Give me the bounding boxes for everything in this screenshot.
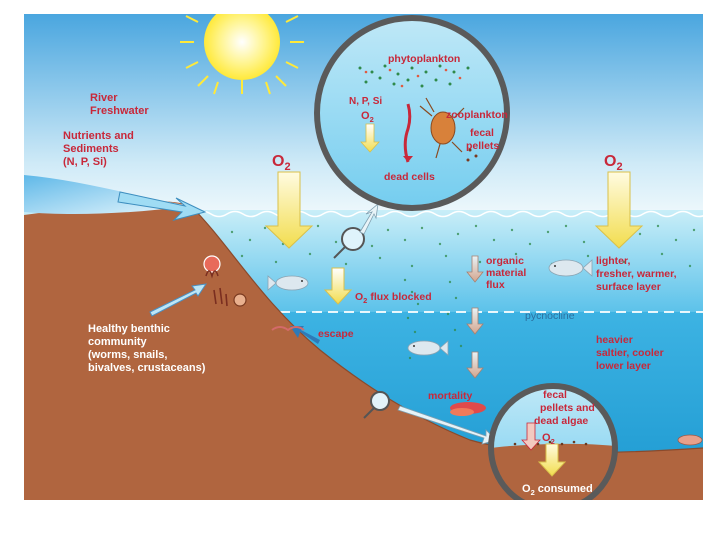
benthic-label-1: Healthy benthic xyxy=(88,323,170,335)
river-label: River xyxy=(90,92,118,104)
benthic-arrow xyxy=(149,283,208,317)
dead-cells-strand xyxy=(403,103,412,163)
seabed xyxy=(24,200,703,500)
freshwater-label: Freshwater xyxy=(90,105,149,117)
magnifier-icon-top xyxy=(333,203,379,259)
deep-layer-label-3: lower layer xyxy=(596,360,651,372)
phytoplankton-inset xyxy=(314,15,510,211)
crab-icon xyxy=(677,434,703,446)
organic-label-2: material xyxy=(486,267,526,279)
fecal-label-1: fecal xyxy=(470,127,494,139)
organic-label-3: flux xyxy=(486,279,505,291)
sun-icon xyxy=(180,14,304,95)
surface-layer-label-2: fresher, warmer, xyxy=(596,268,677,280)
fish-upper-right xyxy=(548,259,593,277)
fish-lower xyxy=(407,340,449,356)
inset-o2-label: O2 xyxy=(361,110,374,124)
zooplankton-label: zooplankton xyxy=(446,109,508,121)
inset-fecal-label-2: pellets and xyxy=(540,402,595,414)
surface-layer-label-1: lighter, xyxy=(596,255,631,267)
nutrients-label-3: (N, P, Si) xyxy=(63,156,107,168)
benthic-label-3: (worms, snails, xyxy=(88,349,167,361)
inset-o2-label-bottom: O2 xyxy=(542,432,555,446)
deep-layer-label-2: saltier, cooler xyxy=(596,347,664,359)
deep-layer-label-1: heavier xyxy=(596,334,633,346)
nutrients-label-2: Sediments xyxy=(63,143,119,155)
dead-cells-label: dead cells xyxy=(384,171,435,183)
o2-label-left: O2 xyxy=(272,153,291,173)
benthic-label-2: community xyxy=(88,336,148,348)
surface-layer-label-3: surface layer xyxy=(596,281,661,293)
zooplankton-icon xyxy=(430,111,456,145)
benthic-label-4: bivalves, crustaceans) xyxy=(88,362,206,374)
fecal-label-2: pellets xyxy=(466,140,499,152)
o2-arrow-right xyxy=(594,171,644,249)
o2-label-right: O2 xyxy=(604,153,623,173)
benthic-organisms xyxy=(203,255,305,332)
organic-label-1: organic xyxy=(486,255,524,267)
nutrients-label-1: Nutrients and xyxy=(63,130,134,142)
o2-arrow-left xyxy=(264,171,314,249)
phytoplankton-label: phytoplankton xyxy=(388,53,460,65)
inset-fecal-label-3: dead algae xyxy=(534,415,588,427)
inset-fecal-label-1: fecal xyxy=(543,389,567,401)
river-arrow xyxy=(117,191,207,221)
magnifier-icon-bottom xyxy=(363,391,497,445)
dead-fish xyxy=(450,402,486,416)
fish-upper-left xyxy=(267,275,309,291)
escape-label: escape xyxy=(318,328,354,340)
inset-nutrients-label: N, P, Si xyxy=(349,96,382,107)
mortality-label: mortality xyxy=(428,390,473,402)
o2-flux-blocked-arrow xyxy=(323,267,353,305)
escape-arrow xyxy=(290,326,320,344)
pycnocline-label: pycnocline xyxy=(525,310,575,322)
organic-flux-arrows xyxy=(466,255,484,379)
bottom-inset xyxy=(488,383,618,500)
